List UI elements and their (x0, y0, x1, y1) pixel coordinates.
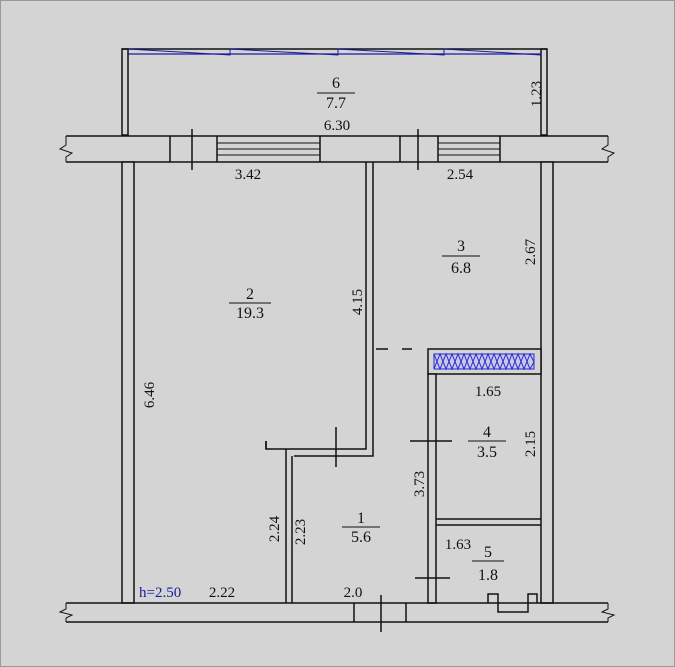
room-4-area: 3.5 (477, 444, 497, 461)
dim-bottom-left: 2.22 (209, 585, 235, 601)
dim-bottom-entry: 2.0 (344, 585, 363, 601)
partition-room2-room3 (265, 162, 374, 467)
dim-corridor-length: 3.73 (412, 471, 428, 497)
top-exterior-wall (58, 129, 616, 170)
dim-room3-depth: 2.67 (523, 238, 539, 265)
balcony-glazing (127, 48, 542, 56)
dim-room2-depth: 6.46 (142, 381, 158, 408)
room-1-number: 1 (357, 510, 365, 527)
room-3-area: 6.8 (451, 260, 471, 277)
room-2-area: 19.3 (236, 305, 264, 322)
shaft (487, 593, 538, 613)
dim-balcony-depth: 1.23 (529, 81, 545, 107)
bottom-exterior-wall (58, 595, 616, 632)
room-5-number: 5 (484, 544, 492, 561)
room-6-label: 6 7.7 (317, 75, 355, 112)
room-3-label: 3 6.8 (442, 238, 480, 277)
dim-bath-width: 1.63 (445, 537, 471, 553)
break-mark-bottom-right (600, 603, 616, 622)
room-6-area: 7.7 (326, 95, 346, 112)
room-2-number: 2 (246, 286, 254, 303)
left-exterior-wall (121, 161, 135, 604)
room-5-area: 1.8 (478, 567, 498, 584)
balcony-left-wall (121, 48, 129, 136)
room-6-number: 6 (332, 75, 340, 92)
dim-room4-depth: 2.15 (523, 431, 539, 457)
room-5-label: 5 1.8 (472, 544, 504, 584)
dim-room2-partition: 4.15 (350, 289, 366, 315)
dim-hall-left-outer: 2.24 (267, 515, 283, 542)
break-mark-bottom-left (58, 603, 74, 622)
room-1-area: 5.6 (351, 529, 371, 546)
dim-hall-left-inner: 2.23 (293, 519, 309, 545)
right-exterior-wall (540, 161, 554, 604)
hall-left-partition (285, 449, 293, 603)
break-mark-top-right (600, 136, 616, 162)
ventilation-niche (427, 348, 542, 375)
dim-niche-width: 1.65 (475, 384, 501, 400)
dim-balcony-width: 6.30 (324, 118, 350, 134)
room-4-number: 4 (483, 424, 491, 441)
balcony (121, 48, 548, 136)
ceiling-height: h=2.50 (139, 585, 181, 601)
room-2-label: 2 19.3 (229, 286, 271, 322)
window-room-2 (217, 136, 321, 162)
dim-room3-width: 2.54 (447, 167, 474, 183)
bathroom-walls (410, 373, 541, 613)
room-3-number: 3 (457, 238, 465, 255)
break-mark-top-left (58, 136, 74, 162)
room-4-label: 4 3.5 (468, 424, 506, 461)
room-1-label: 1 5.6 (342, 510, 380, 546)
dim-room2-width: 3.42 (235, 167, 261, 183)
window-room-3 (437, 136, 501, 162)
